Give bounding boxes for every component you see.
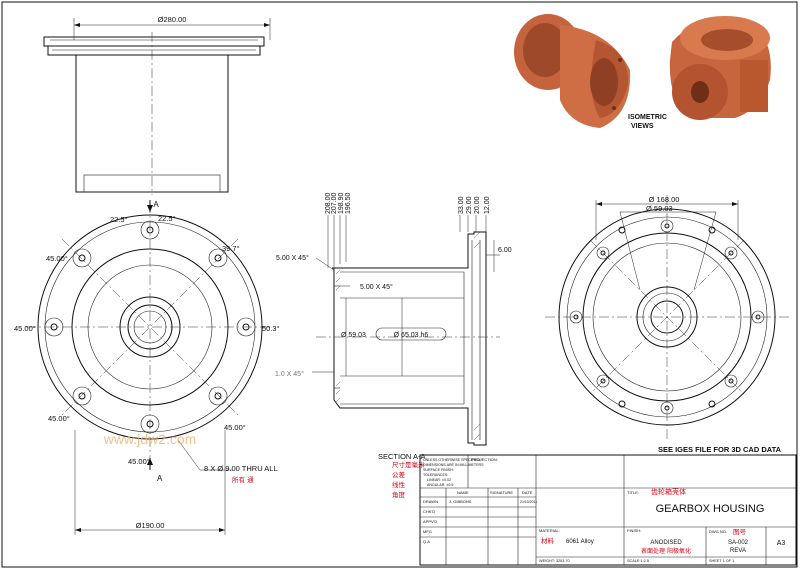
tb-col-signature: SIGNATURE <box>490 490 513 495</box>
dim-sec-33: 33.00 <box>458 196 465 214</box>
tb-row-drawn: DRAWN <box>423 499 438 504</box>
tb-note-2: DIMENSIONS ARE IN MILLIMETERS <box>423 463 484 467</box>
tb-material-label: MATERIAL: <box>539 528 560 533</box>
tb-row-mfg: MFG <box>423 529 432 534</box>
dim-d65: Ø 65.03 h6 <box>394 332 429 339</box>
dim-right-5903: Ø 59.03 <box>646 204 673 213</box>
isometric-left <box>514 14 631 128</box>
watermark: www.jdw2.com <box>103 431 197 447</box>
dim-ang-45-bottom: 45.00° <box>128 457 150 466</box>
section-marker-top: A <box>153 200 159 209</box>
dim-sec-1989: 198.90 <box>338 192 345 214</box>
cn-note-3: 线性 <box>392 480 406 489</box>
dim-holes: 8 X Ø 9.00 THRU ALL <box>204 464 278 473</box>
tb-drawn-name: J. GIBBONS <box>449 499 472 504</box>
cn-note-4: 角度 <box>392 490 406 499</box>
dim-chamfer-2: 5.00 X 45° <box>360 283 393 291</box>
dim-right-168: Ø 168.00 <box>649 195 680 204</box>
tb-drawn-date: 21/10/2011 <box>520 500 537 504</box>
tb-row-appvd: APPV'D <box>423 519 437 524</box>
tb-col-name: NAME <box>457 490 469 495</box>
tb-col-date: DATE <box>522 490 533 495</box>
see-iges-note: SEE IGES FILE FOR 3D CAD DATA <box>658 445 782 454</box>
tb-material-cn: 材料 <box>541 536 555 545</box>
front-view <box>26 200 274 535</box>
tb-rev: REVA <box>730 548 746 554</box>
dim-sec-12: 12.00 <box>484 196 491 214</box>
section-view <box>312 215 500 446</box>
tb-note-4: TOLERANCES: <box>423 473 448 477</box>
dim-600: 6.00 <box>498 247 512 254</box>
cn-note-1: 尺寸是毫米 <box>392 460 425 469</box>
tb-finish-label: FINISH: <box>627 528 641 533</box>
section-vertical-dims: 208.00 207.00 198.90 196.50 33.00 29.00 … <box>325 192 491 214</box>
dim-ang-45-left-bot: 45.00° <box>48 414 70 423</box>
tb-dwg-label: DWG NO. <box>709 529 727 534</box>
dim-d65-frame <box>375 327 447 341</box>
tb-title-cn: 齿轮箱壳体 <box>651 487 686 496</box>
tb-note-1: UNLESS OTHERWISE SPECIFIED: <box>423 458 481 462</box>
dim-sec-207: 207.00 <box>331 192 338 214</box>
dim-sec-208: 208.00 <box>325 192 332 214</box>
dim-chamfer-3: 1.0 X 45° <box>275 370 304 378</box>
dim-sec-29: 29.00 <box>466 196 473 214</box>
tb-note-3: SURFACE FINISH: <box>423 468 454 472</box>
dim-ang-45-right-bot: 45.00° <box>224 423 246 432</box>
dim-ang-503: 50.3° <box>262 324 280 333</box>
dim-holes-cn: 所有 通 <box>232 475 254 484</box>
isometric-right <box>669 16 771 120</box>
dim-sec-1965: 196.50 <box>345 192 352 214</box>
dim-ang-225-right: 22.5° <box>158 214 176 223</box>
tb-weight: WEIGHT: 3253.70 <box>539 559 570 563</box>
tb-title-label: TITLE: <box>627 490 639 495</box>
tb-note-6: ANGULAR: ±0.5 <box>427 483 453 487</box>
dim-sec-20: 20.00 <box>474 196 481 214</box>
dim-ang-45-left-top: 45.00° <box>46 254 68 263</box>
dim-ang-45-left-mid: 45.00° <box>14 324 36 333</box>
title-block <box>419 454 797 566</box>
tb-row-chkd: CHK'D <box>423 509 435 514</box>
elevation-view: Ø280.00 <box>43 15 271 195</box>
section-marker-bottom: A <box>157 474 163 483</box>
section-title: SECTION A-A <box>378 452 426 461</box>
dim-bottom-width: Ø190.00 <box>136 521 165 530</box>
tb-projection: PROJECTION: <box>471 457 498 462</box>
dim-ang-397: 39.7° <box>222 244 240 253</box>
tb-finish-cn: 表面处理 阳极氧化 <box>641 547 691 555</box>
right-view <box>545 195 790 440</box>
tb-note-5: LINEAR: ±0.02 <box>427 478 451 482</box>
tb-scale: SCALE:1:2.5 <box>627 559 649 563</box>
tb-size: A3 <box>777 540 786 547</box>
dim-top-width: Ø280.00 <box>158 15 187 24</box>
dim-d59: Ø 59.03 <box>341 332 366 339</box>
dim-chamfer-1: 5.00 X 45° <box>276 254 309 262</box>
tb-finish: ANODISED <box>650 540 682 546</box>
isometric-label-2: VIEWS <box>631 123 654 130</box>
tb-dwg-cn: 图号 <box>733 528 747 536</box>
tb-sheet: SHEET 1 OF 1 <box>709 559 734 563</box>
tb-dwg-no: SA-002 <box>728 540 749 546</box>
cn-note-2: 公差 <box>392 470 406 479</box>
tb-material: 6061 Alloy <box>566 539 594 545</box>
isometric-label-1: ISOMETRIC <box>628 114 667 121</box>
tb-title: GEARBOX HOUSING <box>656 503 765 515</box>
tb-row-qa: Q.A <box>423 539 430 544</box>
dim-ang-225-left: 22.5° <box>110 215 128 224</box>
